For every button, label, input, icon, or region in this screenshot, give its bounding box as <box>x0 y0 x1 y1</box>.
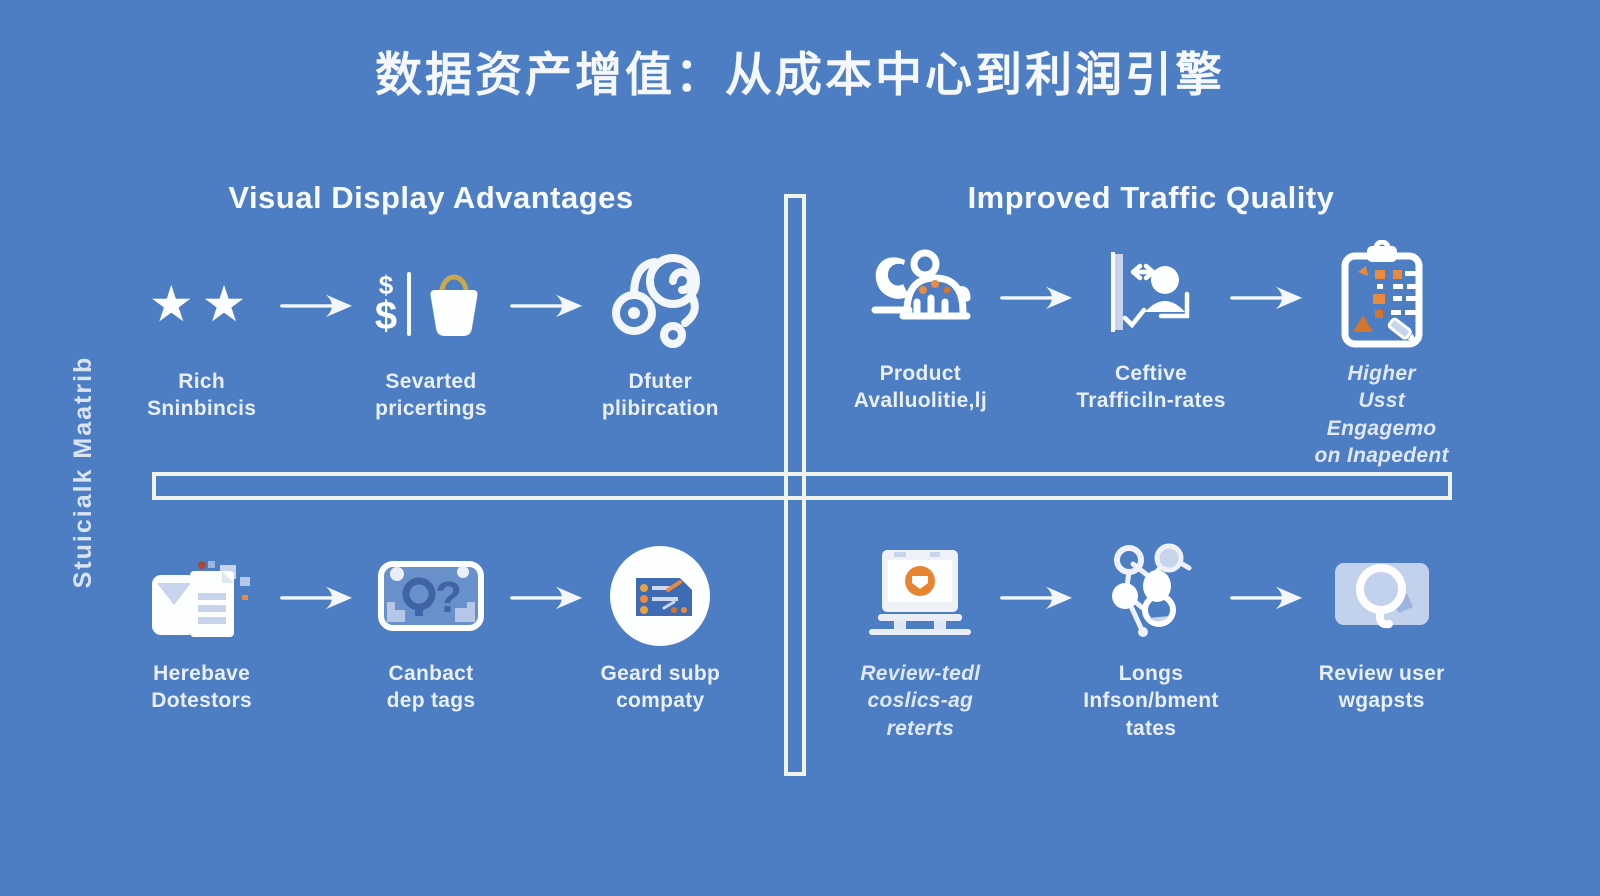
step-label: Geard subp compaty <box>600 662 721 713</box>
flow-bottom-right: Review-tedl coslics-ag reterts <box>843 540 1459 742</box>
step-label: Rich Sninbincis <box>147 370 257 421</box>
network-nodes-icon <box>1099 540 1203 652</box>
flow-step: Review-tedl coslics-ag reterts <box>843 540 998 742</box>
arrow-right-icon <box>998 240 1074 352</box>
arrow-right-icon <box>1228 240 1304 352</box>
flow-step: Ceftive Trafficiln-rates <box>1074 240 1229 415</box>
flow-step: ★★ Rich Sninbincis <box>125 248 278 423</box>
flow-bottom-left: Herebave Dotestors ? Canbact dep tags <box>125 540 737 715</box>
product-availability-icon <box>865 240 975 352</box>
arrow-right-icon <box>1228 540 1304 652</box>
step-label: Higher Usst Engagemo on Inapedent <box>1314 362 1449 467</box>
step-label: Ceftive Trafficiln-rates <box>1076 362 1226 413</box>
step-label: Longs Infson/bment tates <box>1083 662 1219 740</box>
flow-step: Dfuter plibircation <box>584 248 737 423</box>
flow-step: Review user wgapsts <box>1304 540 1459 715</box>
side-axis-label: Stuicialk Maatrib <box>69 355 97 589</box>
header-visual-display: Visual Display Advantages <box>228 180 634 215</box>
flow-step: Herebave Dotestors <box>125 540 278 715</box>
flow-step: ? Canbact dep tags <box>354 540 507 715</box>
step-label: Review user wgapsts <box>1318 662 1445 713</box>
flow-top-left: ★★ Rich Sninbincis $ $ Sevarted pricerti… <box>125 248 737 423</box>
arrow-right-icon <box>508 248 584 360</box>
svg-text:?: ? <box>435 573 462 622</box>
price-bag-icon: $ $ <box>375 248 487 360</box>
page-title: 数据资产增值：从成本中心到利润引擎 <box>375 48 1225 101</box>
mail-document-icon <box>144 540 260 652</box>
flow-step: Higher Usst Engagemo on Inapedent <box>1304 240 1459 469</box>
step-label: Dfuter plibircation <box>601 370 719 421</box>
stars-icon: ★★ <box>148 276 255 332</box>
card-question-icon: ? <box>375 540 487 652</box>
step-label: Canbact dep tags <box>386 662 476 713</box>
traffic-person-icon <box>1099 240 1203 352</box>
clipboard-checklist-icon <box>1331 240 1433 352</box>
quadrant-divider-vertical <box>784 194 806 776</box>
flow-step: $ $ Sevarted pricertings <box>354 248 507 423</box>
laptop-review-icon <box>864 540 976 652</box>
step-label: Herebave Dotestors <box>151 662 253 713</box>
header-traffic-quality: Improved Traffic Quality <box>967 180 1335 215</box>
document-circle-icon <box>606 540 714 652</box>
flow-step: Geard subp compaty <box>584 540 737 715</box>
arrow-right-icon <box>508 540 584 652</box>
magnifier-card-icon <box>1327 540 1437 652</box>
step-label: Product Avalluolitie,lj <box>853 362 987 413</box>
arrow-right-icon <box>278 540 354 652</box>
flow-step: Product Avalluolitie,lj <box>843 240 998 415</box>
arrow-right-icon <box>278 248 354 360</box>
flow-step: Longs Infson/bment tates <box>1074 540 1229 742</box>
flow-top-right: Product Avalluolitie,lj Ceftiv <box>843 240 1459 469</box>
spiral-links-icon <box>607 248 713 360</box>
arrow-right-icon <box>998 540 1074 652</box>
step-label: Sevarted pricertings <box>375 370 487 421</box>
step-label: Review-tedl coslics-ag reterts <box>860 662 981 740</box>
